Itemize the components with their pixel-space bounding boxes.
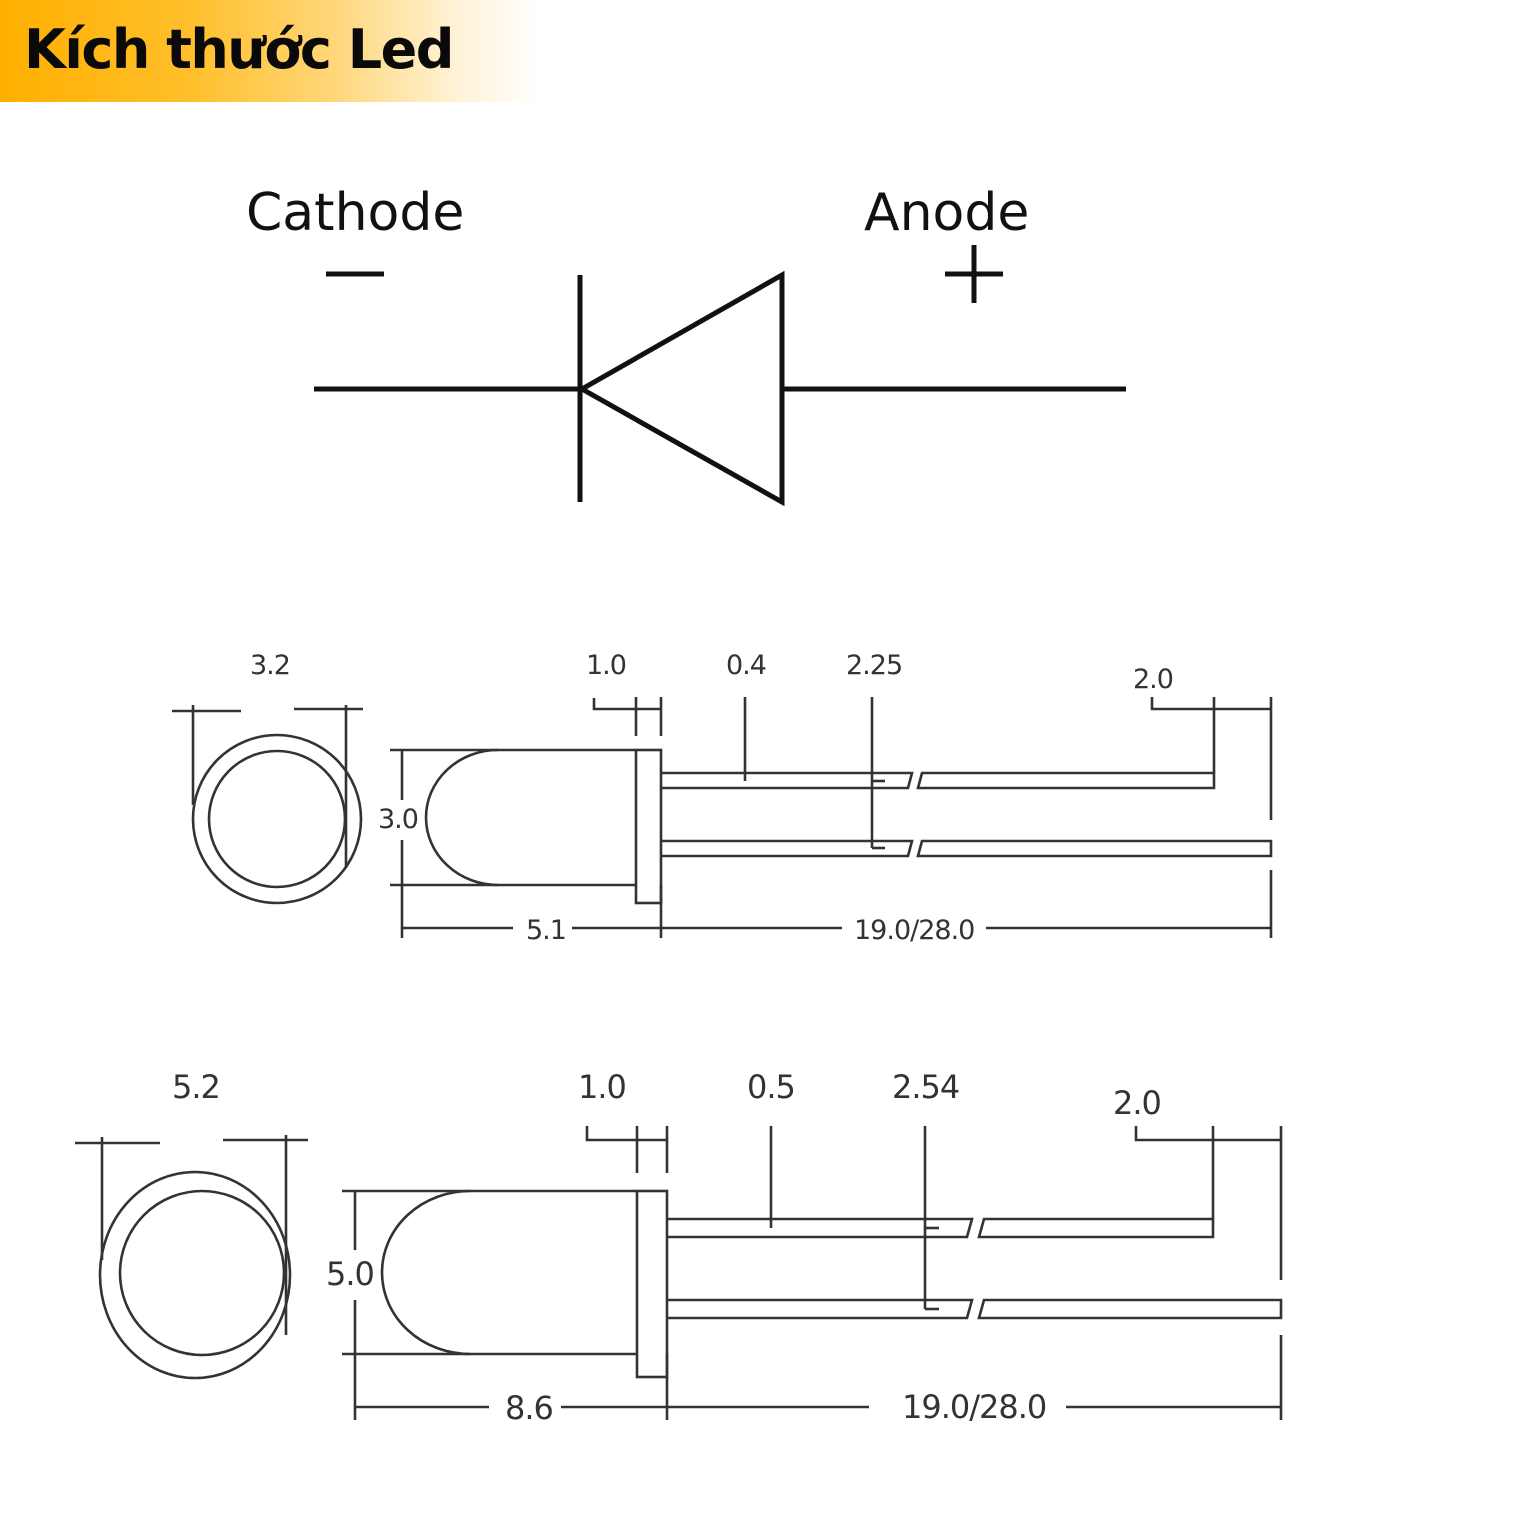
- plus-sign-icon: [945, 245, 1003, 303]
- dim-3mm-lead-difference: 2.0: [1133, 664, 1173, 695]
- dim-5mm-lead-difference: 2.0: [1113, 1084, 1161, 1122]
- led-3mm-drawing: [172, 697, 1273, 938]
- title-banner: Kích thước Led: [0, 0, 540, 102]
- led-3mm-top-view: [172, 705, 363, 905]
- dim-5mm-flange: 1.0: [578, 1068, 626, 1106]
- dim-3mm-top-diameter: 3.2: [250, 650, 290, 681]
- cathode-label: Cathode: [246, 183, 464, 243]
- dim-3mm-lead-length: 19.0/28.0: [854, 915, 974, 946]
- dim-5mm-top-diameter: 5.2: [172, 1068, 220, 1106]
- dim-5mm-lead-length: 19.0/28.0: [902, 1388, 1046, 1426]
- dim-3mm-body-length: 5.1: [526, 915, 566, 946]
- anode-label: Anode: [864, 183, 1029, 243]
- led-3mm-side-view: [390, 697, 1273, 938]
- dim-3mm-body-diameter: 3.0: [378, 804, 418, 835]
- led-5mm-drawing: [75, 1126, 1283, 1420]
- dim-3mm-flange: 1.0: [586, 650, 626, 681]
- diode-symbol: Cathode Anode: [246, 183, 1126, 507]
- dim-3mm-lead-thickness: 0.4: [726, 650, 766, 681]
- led-5mm-top-view: [75, 1135, 308, 1380]
- diode-icon: [314, 270, 1126, 507]
- led-5mm-side-view: [342, 1126, 1283, 1420]
- dim-5mm-body-length: 8.6: [505, 1389, 553, 1427]
- dim-3mm-lead-spacing: 2.25: [846, 650, 902, 681]
- page-title: Kích thước Led: [24, 18, 454, 81]
- dim-5mm-body-diameter: 5.0: [326, 1255, 374, 1293]
- dim-5mm-lead-spacing: 2.54: [892, 1068, 959, 1106]
- dim-5mm-lead-thickness: 0.5: [747, 1068, 795, 1106]
- led-5mm-dimension-labels: 5.2 1.0 0.5 2.54 2.0 5.0 8.6 19.0/28.0: [172, 1068, 1162, 1427]
- led-3mm-dimension-labels: 3.2 1.0 0.4 2.25 2.0 3.0 5.1 19.0/28.0: [250, 650, 1174, 946]
